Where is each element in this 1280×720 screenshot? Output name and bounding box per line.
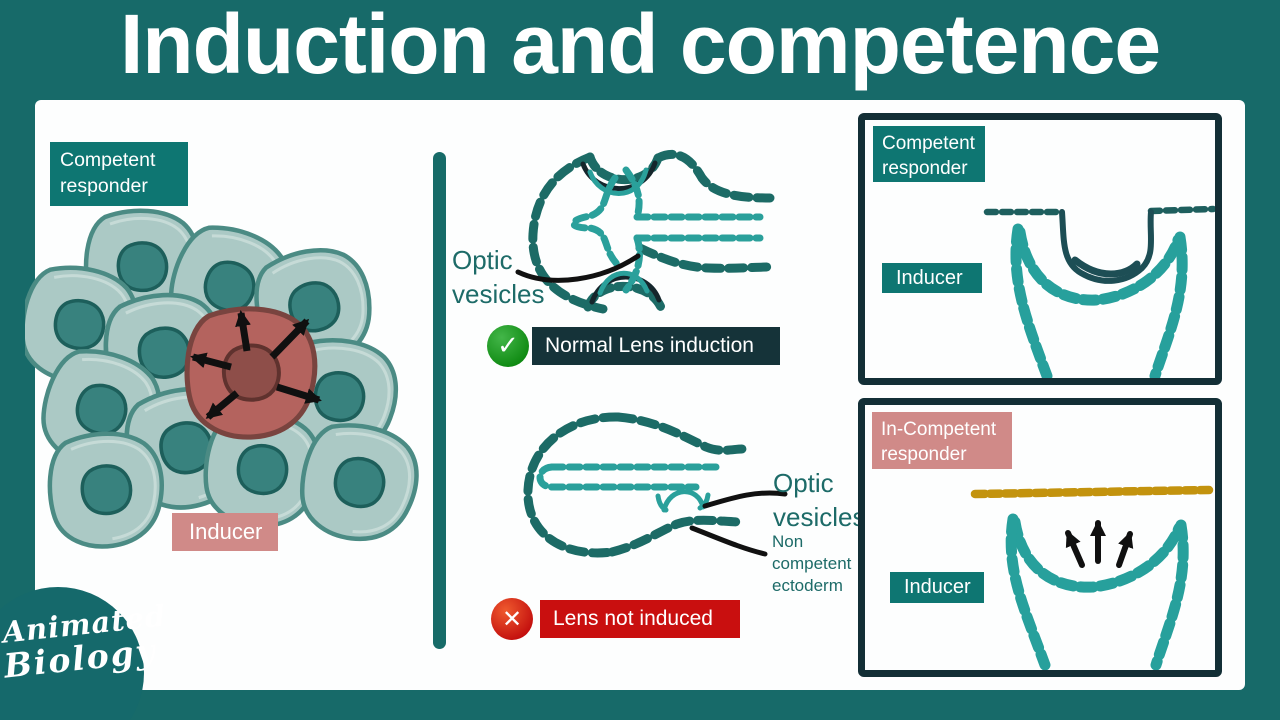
- cell-cluster-diagram: [25, 205, 435, 555]
- optic-vesicles-pointer-line: [702, 490, 788, 509]
- induction-signal-arrows: [190, 310, 322, 420]
- right-top-competent-responder-label: Competent responder: [873, 126, 985, 182]
- cross-icon: ✕: [491, 598, 533, 640]
- competent-induction-diagram: [983, 205, 1215, 378]
- left-competent-responder-label: Competent responder: [50, 142, 188, 206]
- left-inducer-label: Inducer: [172, 513, 278, 551]
- right-top-inducer-label: Inducer: [882, 263, 982, 293]
- responder-cell: [46, 430, 166, 550]
- page-title: Induction and competence: [119, 0, 1161, 91]
- right-bottom-inducer-label: Inducer: [890, 572, 984, 603]
- normal-induction-caption: Normal Lens induction: [532, 327, 780, 365]
- optic-vesicles-top-label: Optic vesicles: [452, 245, 545, 310]
- optic-vesicles-pointer-line: [515, 253, 641, 283]
- non-competent-pointer-line: [689, 525, 768, 557]
- check-icon: ✓: [487, 325, 529, 367]
- competent-responder-panel: Competent responder Inducer: [858, 113, 1222, 385]
- non-competent-ectoderm-line: [970, 485, 1214, 499]
- optic-vesicles-bottom-label: Optic vesicles: [773, 468, 866, 533]
- incompetent-induction-diagram: [970, 485, 1214, 670]
- non-competent-ectoderm-label: Non competent ectoderm: [772, 532, 852, 596]
- normal-induction-diagram: [515, 149, 775, 315]
- failed-signal-arrows: [1065, 520, 1134, 568]
- right-bottom-incompetent-responder-label: In-Competent responder: [872, 412, 1012, 469]
- not-induced-caption: Lens not induced: [540, 600, 740, 638]
- incompetent-responder-panel: In-Competent responder Inducer: [858, 398, 1222, 677]
- no-induction-diagram: [523, 412, 788, 558]
- section-divider: [433, 152, 446, 649]
